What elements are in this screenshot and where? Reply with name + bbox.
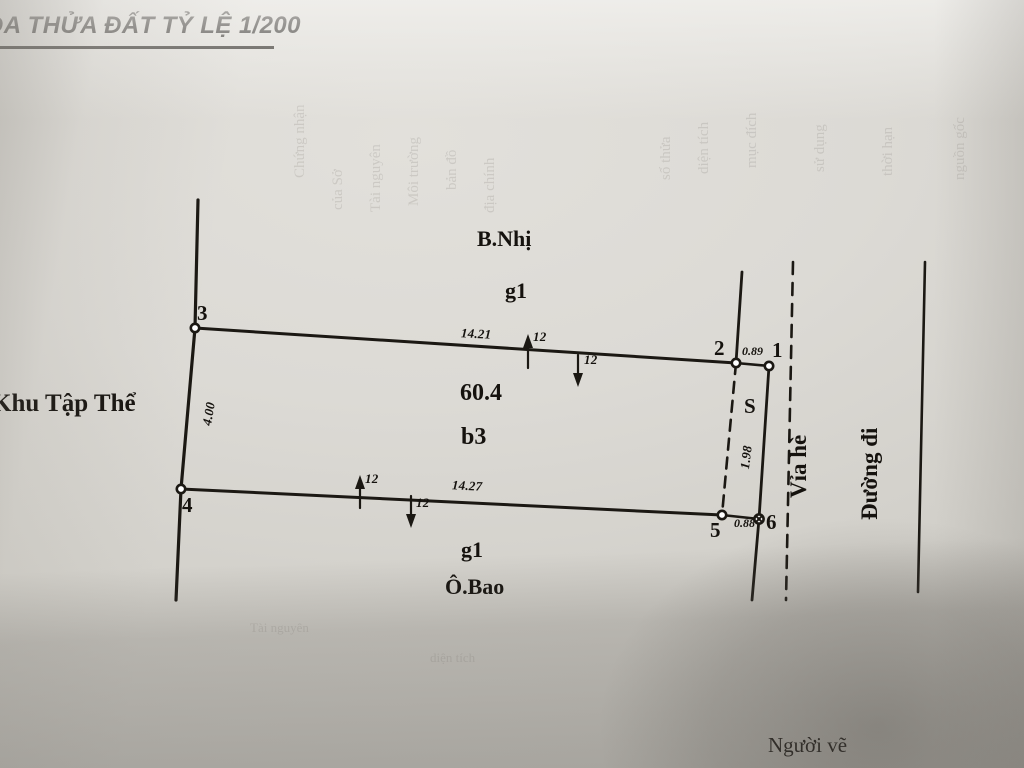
dimension-bottom-arrow-down: 12 [416, 495, 430, 510]
neighbor-east-sidewalk-label: Vỉa hè [786, 434, 811, 498]
vertex-label-2: 2 [714, 336, 725, 360]
dimension-bottom-right-gap: 0.88 [734, 516, 755, 530]
neighbor-east-road-label: Đường đi [857, 427, 882, 520]
bottom-arrow-up-head [355, 475, 365, 489]
parcel-east-dashed-edge [720, 361, 738, 517]
strip-east-edge [757, 364, 771, 521]
strip-line-above [734, 270, 744, 365]
vertex-label-5: 5 [710, 518, 721, 542]
road-far-edge-line [916, 260, 927, 594]
vertex-marker-5 [716, 509, 728, 521]
vertex-marker-3 [189, 322, 201, 334]
parcel-top-edge [193, 326, 738, 365]
dimension-top-arrow-up: 12 [533, 329, 547, 344]
strip-line-below [750, 517, 761, 602]
dimension-bottom-arrow-up: 12 [365, 471, 379, 486]
neighbor-south-owner-label: Ô.Bao [445, 574, 505, 599]
vertex-label-4: 4 [182, 493, 193, 517]
vertex-label-6: 6 [766, 510, 777, 534]
sidewalk-road-dashed-line [784, 260, 795, 602]
neighbor-north-code-label: g1 [505, 278, 527, 303]
gap-connector-top [734, 361, 771, 368]
neighbor-north-owner-label: B.Nhị [477, 226, 532, 251]
signer-label: Người vẽ [768, 733, 848, 757]
vertex-label-3: 3 [197, 301, 208, 325]
vertex-marker-2 [730, 357, 742, 369]
neighbor-west-label: Khu Tập Thể [0, 390, 136, 417]
bottom-arrow-down-head [406, 514, 416, 528]
dimension-top-right-gap: 0.89 [742, 344, 763, 358]
vertex-label-1: 1 [772, 338, 783, 362]
gap-connector-bottom [720, 513, 761, 521]
dimension-top-edge: 14.21 [460, 325, 492, 342]
vertex-markers [175, 322, 775, 525]
vertex-marker-1 [763, 360, 775, 372]
vertex-marker-4 [175, 483, 187, 495]
dimension-bottom-edge: 14.27 [451, 477, 483, 494]
top-arrow-down-head [573, 373, 583, 387]
west-boundary-line [174, 198, 200, 602]
parcel-area-label: 60.4 [460, 380, 502, 406]
neighbor-south-code-label: g1 [461, 537, 483, 562]
strip-label-s: S [744, 394, 756, 418]
dimension-top-arrow-down: 12 [584, 352, 598, 367]
top-arrow-up-head [523, 334, 533, 348]
parcel-code-label: b3 [461, 424, 487, 450]
parcel-bottom-edge [179, 487, 724, 517]
dimension-east-strip: 1.98 [737, 444, 755, 470]
